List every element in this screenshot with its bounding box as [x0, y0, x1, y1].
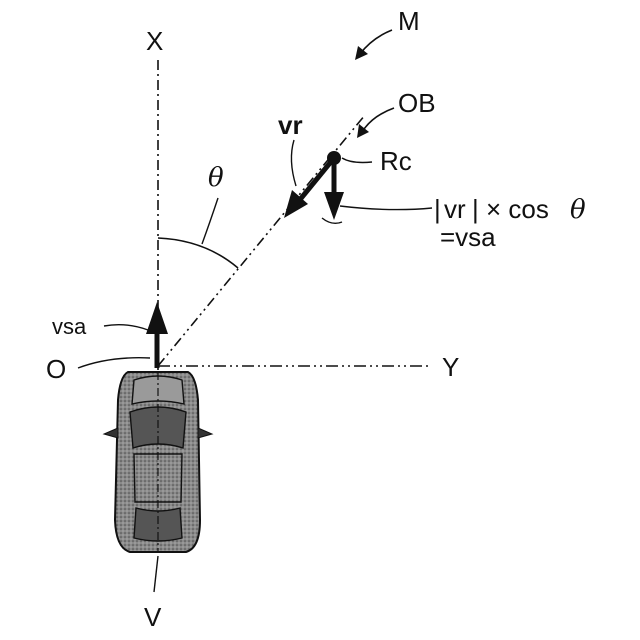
component-mark: [322, 218, 342, 223]
theta-label: θ: [208, 163, 224, 193]
formula-abs-right: |: [472, 194, 479, 224]
x-axis-label: X: [146, 26, 163, 56]
formula-result: =vsa: [440, 222, 496, 252]
vsa-arrowhead: [146, 302, 168, 334]
origin-leader: [78, 358, 150, 368]
vehicle-label: V: [144, 602, 162, 632]
origin-label: O: [46, 354, 66, 384]
reflection-point-label: Rc: [380, 146, 412, 176]
formula-vr: vr: [444, 194, 466, 224]
vr-label: vr: [278, 110, 303, 140]
component-formula: | vr | × cos θ =vsa: [434, 194, 586, 252]
formula-times-cos: × cos: [486, 194, 549, 224]
formula-theta: θ: [570, 195, 586, 225]
vehicle-car: [104, 372, 212, 552]
formula-abs-left: |: [434, 194, 441, 224]
vr-leader: [291, 140, 296, 186]
vsa-leader: [104, 325, 148, 330]
map-label: M: [398, 6, 420, 36]
theta-leader: [202, 198, 218, 244]
object-label: OB: [398, 88, 436, 118]
reflection-point-leader: [342, 158, 372, 163]
vehicle-leader: [154, 556, 158, 592]
object-arrow: [362, 108, 394, 132]
theta-arc: [158, 238, 238, 268]
y-axis-label: Y: [442, 352, 459, 382]
formula-leader: [340, 206, 432, 210]
vsa-label: vsa: [52, 314, 87, 339]
map-arrow: [360, 30, 392, 54]
